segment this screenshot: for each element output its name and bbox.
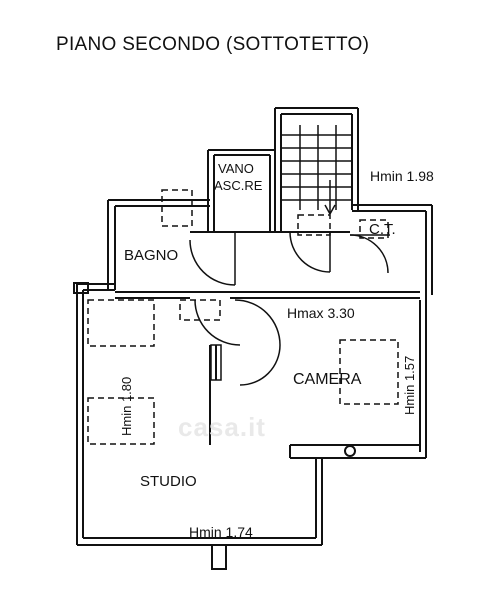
vano-label-line1: VANO <box>218 161 254 176</box>
ct-label: C.T. <box>369 221 396 238</box>
bagno-label: BAGNO <box>124 247 178 264</box>
hmin-stairs-label: Hmin 1.98 <box>370 168 434 184</box>
hmin-studio-label: Hmin 1.74 <box>189 524 253 540</box>
watermark: casa.it <box>178 412 266 442</box>
camera-label: CAMERA <box>293 371 362 388</box>
hmin-camera-label: Hmin 1.57 <box>402 356 417 415</box>
outer-walls <box>73 107 433 570</box>
dashed-fixtures <box>87 189 399 445</box>
studio-label: STUDIO <box>140 473 197 490</box>
hmin-left-label: Hmin 1.80 <box>119 377 134 436</box>
vano-label-line2: ASC.RE <box>214 178 263 193</box>
chimney-mark <box>344 445 356 457</box>
plan-title: PIANO SECONDO (SOTTOTETTO) <box>56 34 370 55</box>
door-swings <box>189 231 390 386</box>
staircase <box>281 125 352 216</box>
hmax-label: Hmax 3.30 <box>287 305 355 321</box>
